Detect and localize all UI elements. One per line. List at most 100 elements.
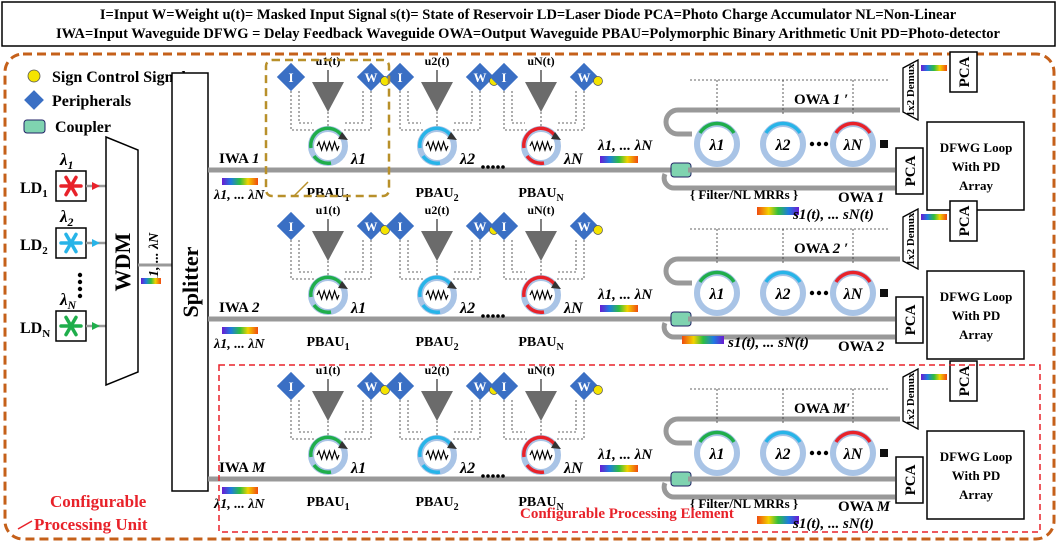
heater-icon <box>529 289 553 301</box>
weight-peripheral-icon <box>465 371 495 401</box>
demux-block <box>902 207 919 271</box>
laser-arrow-icon <box>92 182 100 190</box>
demux-block <box>902 367 919 431</box>
state-rainbow-arrow <box>757 207 799 215</box>
filter-wavelength: λ2 <box>774 137 790 154</box>
key-sign-label: Sign Control Signal <box>52 69 187 86</box>
pbau-label-main: PBAU <box>518 335 556 350</box>
key-coupler-label: Coupler <box>55 119 111 136</box>
weight-peripheral-label: W <box>365 70 378 85</box>
dfwg-block <box>926 430 1025 520</box>
input-peripheral-label: I <box>397 70 402 85</box>
laser-diode-2: LD2 λ2 <box>20 207 106 259</box>
filter-ellipsis <box>809 141 829 147</box>
pbau-wavelength: λ1 <box>350 151 366 168</box>
pbau-wavelength: λ2 <box>459 460 475 477</box>
ring-arc <box>418 126 453 149</box>
output-rainbow-arrow <box>600 465 638 472</box>
pbau-wavelength: λ2 <box>459 151 475 168</box>
owa-bottom-idx: 1 <box>877 190 885 206</box>
dfwg-label-2: With PD <box>952 308 1001 323</box>
iwa-lambda-range: λ1, ... λN <box>213 188 265 203</box>
dfwg-label-3: Array <box>959 327 993 342</box>
laser-label: LD2 <box>20 237 48 257</box>
ring-direction-arrow-icon <box>447 281 457 289</box>
input-control-line <box>290 400 314 440</box>
pbau-label-sub: 1 <box>345 342 350 353</box>
owa-top-idx: 1 ′ <box>833 92 848 108</box>
laser-label-sub: N <box>42 328 50 340</box>
pbau-wavelength: λ1 <box>350 460 366 477</box>
ring-direction-arrow-icon <box>447 132 457 140</box>
owa-bottom-label: OWA M <box>838 499 891 515</box>
output-lambda-range: λ1, ... λN <box>597 138 653 154</box>
filter-ring-3: λN <box>830 389 876 476</box>
weight-control-line-2 <box>344 400 364 433</box>
heater-icon <box>529 140 553 152</box>
ring-arc-lower <box>312 463 332 475</box>
pca-top-block <box>949 360 978 402</box>
dfwg-block <box>926 270 1025 360</box>
filter-wavelength: λN <box>843 446 864 463</box>
pbau-label-sub: 1 <box>345 193 350 204</box>
pbau-wavelength: λN <box>563 300 584 317</box>
pca-bottom-label: PCA <box>903 464 919 495</box>
pca-top-label: PCA <box>957 205 973 236</box>
output-lambda-range: λ1, ... λN <box>597 447 653 463</box>
weight-peripheral-icon <box>356 371 386 401</box>
pbau-label-main: PBAU <box>306 335 344 350</box>
laser-label-sub: 2 <box>42 245 48 257</box>
weight-control-line <box>451 240 481 280</box>
pbau-label-sub: N <box>556 342 564 353</box>
owa-top-label: OWA M′ <box>794 401 850 417</box>
ring-arc <box>418 275 453 298</box>
heater-icon <box>425 449 449 461</box>
dfwg-label-2: With PD <box>952 468 1001 483</box>
pbau-label-sub: N <box>556 193 564 204</box>
input-control-line-2 <box>407 91 421 124</box>
output-waveguide-bottom <box>661 321 895 340</box>
ring-direction-arrow-icon <box>551 132 561 140</box>
pca-top-label: PCA <box>957 56 973 87</box>
owa-top-label: OWA 2 ′ <box>794 241 848 257</box>
dfwg-label-1: DFWG Loop <box>940 140 1013 155</box>
peripheral-icon <box>24 90 44 110</box>
iwa-rainbow-arrow <box>222 178 258 185</box>
filter-ring-3: λN <box>830 80 876 167</box>
demux-out-arrow <box>921 214 947 220</box>
input-control-line-2 <box>407 240 421 273</box>
input-control-line-2 <box>511 91 525 124</box>
laser-wavelength-sub: N <box>67 298 77 312</box>
asterisk-icon <box>59 315 83 337</box>
pca-bottom-block <box>895 147 924 195</box>
owa-top-idx: 2 ′ <box>832 241 848 257</box>
filter-wavelength: λ1 <box>708 446 724 463</box>
ring-direction-arrow-icon <box>551 281 561 289</box>
sign-control-icon <box>27 69 41 83</box>
weight-peripheral-label: W <box>365 219 378 234</box>
filter-wavelength: λ1 <box>708 137 724 154</box>
owa-top-main: OWA <box>794 92 833 108</box>
iwa-label: IWA 2 <box>219 300 260 316</box>
masked-input-label: uN(t) <box>527 363 554 377</box>
laser-wavelength-lambda: λ <box>59 290 68 309</box>
iwa-label-idx: 1 <box>252 151 260 167</box>
laser-wavelength: λ2 <box>59 207 74 229</box>
pca-top-label: PCA <box>957 365 973 396</box>
owa-bottom-main: OWA <box>838 339 877 355</box>
input-peripheral-label: I <box>397 219 402 234</box>
weight-peripheral-label: W <box>474 379 487 394</box>
pbau-label-main: PBAU <box>415 186 453 201</box>
demux-label: 1x2 Demux <box>905 372 917 425</box>
laser-arrow-icon <box>92 322 100 330</box>
input-control-line-2 <box>298 240 312 273</box>
weight-peripheral-label: W <box>578 219 591 234</box>
owa-top-main: OWA <box>794 401 833 417</box>
state-label: s1(t), ... sN(t) <box>792 516 874 532</box>
pbau-label: PBAU2 <box>415 186 458 204</box>
